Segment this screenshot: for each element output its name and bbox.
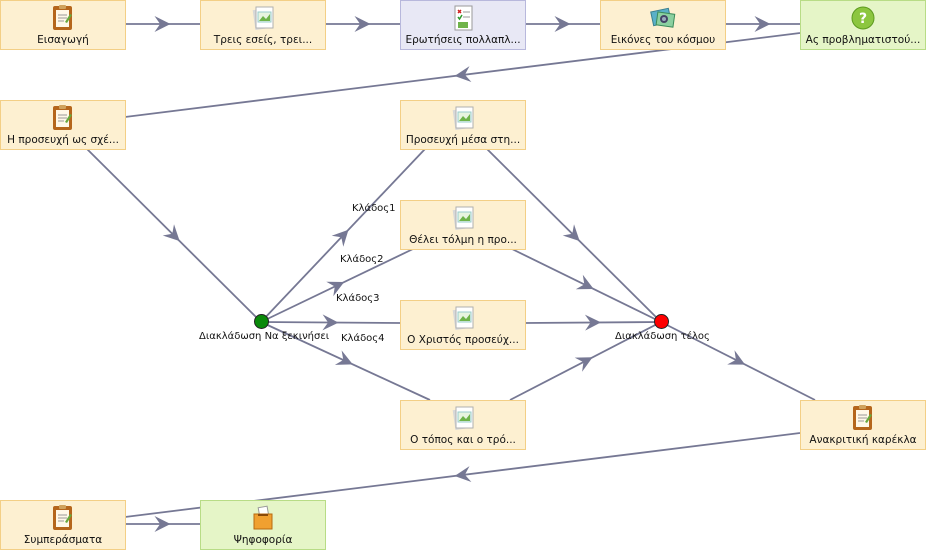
activity-label: Ψηφοφορία (233, 534, 293, 546)
question-icon: ? (851, 6, 875, 30)
activity-label: Εικόνες του κόσμου (610, 34, 716, 46)
image-page-icon (452, 406, 474, 431)
quiz-icon (454, 5, 473, 31)
activity-chair[interactable]: Ανακριτική καρέκλα (800, 400, 926, 450)
notebook-icon (853, 405, 872, 430)
activity-label: Ο τόπος και ο τρό... (410, 434, 516, 446)
activity-label: Τρεις εσείς, τρει... (213, 34, 313, 46)
activity-conclusions[interactable]: Συμπεράσματα (0, 500, 126, 550)
activity-think[interactable]: ? Ας προβληματιστού... (800, 0, 926, 50)
edge-prayer-rel-start (86, 148, 262, 323)
ballot-box-icon (253, 505, 273, 530)
edge-pictures-think (725, 16, 800, 32)
activity-prayer-relation[interactable]: Η προσευχή ως σχέ... (0, 100, 126, 150)
branch-label-1: Κλάδος1 (352, 203, 396, 214)
activity-questions[interactable]: Ερωτήσεις πολλαπλ... (400, 0, 526, 50)
activity-label: Συμπεράσματα (23, 534, 103, 546)
branch-start-gate[interactable] (254, 314, 269, 329)
activity-intro[interactable]: Εισαγωγή (0, 0, 126, 50)
edge-courage-end (511, 248, 662, 323)
notebook-icon (53, 105, 72, 130)
activity-vote[interactable]: Ψηφοφορία (200, 500, 326, 550)
branch-start-label: Διακλάδωση Να ξεκινήσει (199, 331, 330, 342)
image-page-icon (452, 206, 474, 231)
edge-prayer-in-end (486, 148, 662, 323)
edge-intro-three (125, 16, 200, 32)
activity-courage[interactable]: Θέλει τόλμη η προ... (400, 200, 526, 250)
notebook-icon (53, 5, 72, 30)
activity-label: Προσευχή μέσα στη... (405, 134, 521, 146)
activity-label: Ας προβληματιστού... (805, 34, 921, 46)
activity-place[interactable]: Ο τόπος και ο τρό... (400, 400, 526, 450)
activity-label: Ερωτήσεις πολλαπλ... (405, 34, 521, 46)
image-page-icon (452, 106, 474, 131)
activity-label: Ανακριτική καρέκλα (809, 434, 917, 446)
activity-label: Εισαγωγή (37, 34, 89, 46)
branch-label-3: Κλάδος3 (336, 293, 380, 304)
world-pictures-icon (650, 7, 676, 28)
edge-christ-end (524, 314, 662, 331)
branch-label-2: Κλάδος2 (340, 254, 384, 265)
edge-end-chair (660, 321, 816, 401)
branch-label-4: Κλάδος4 (341, 333, 385, 344)
edge-questions-pictures (525, 16, 600, 32)
activity-pictures[interactable]: Εικόνες του κόσμου (600, 0, 726, 50)
activity-label: Ο Χριστός προσεύχ... (407, 334, 519, 346)
activity-label: Η προσευχή ως σχέ... (7, 134, 119, 146)
edge-place-end (509, 321, 662, 401)
notebook-icon (53, 505, 72, 530)
image-page-icon (252, 6, 274, 31)
branch-end-label: Διακλάδωση τέλος (615, 331, 710, 342)
activity-christ[interactable]: Ο Χριστός προσεύχ... (400, 300, 526, 350)
edge-start-prayer-in (260, 148, 426, 323)
activity-prayer-in[interactable]: Προσευχή μέσα στη... (400, 100, 526, 150)
edge-start-place (260, 321, 431, 401)
edge-start-christ (260, 314, 401, 331)
edge-three-questions (325, 16, 400, 32)
activity-label: Θέλει τόλμη η προ... (409, 234, 517, 246)
branch-end-gate[interactable] (654, 314, 669, 329)
edge-start-courage (260, 248, 414, 323)
activity-three-you[interactable]: Τρεις εσείς, τρει... (200, 0, 326, 50)
edge-conclusions-vote (125, 516, 200, 532)
svg-text:?: ? (859, 11, 867, 27)
image-page-icon (452, 306, 474, 331)
